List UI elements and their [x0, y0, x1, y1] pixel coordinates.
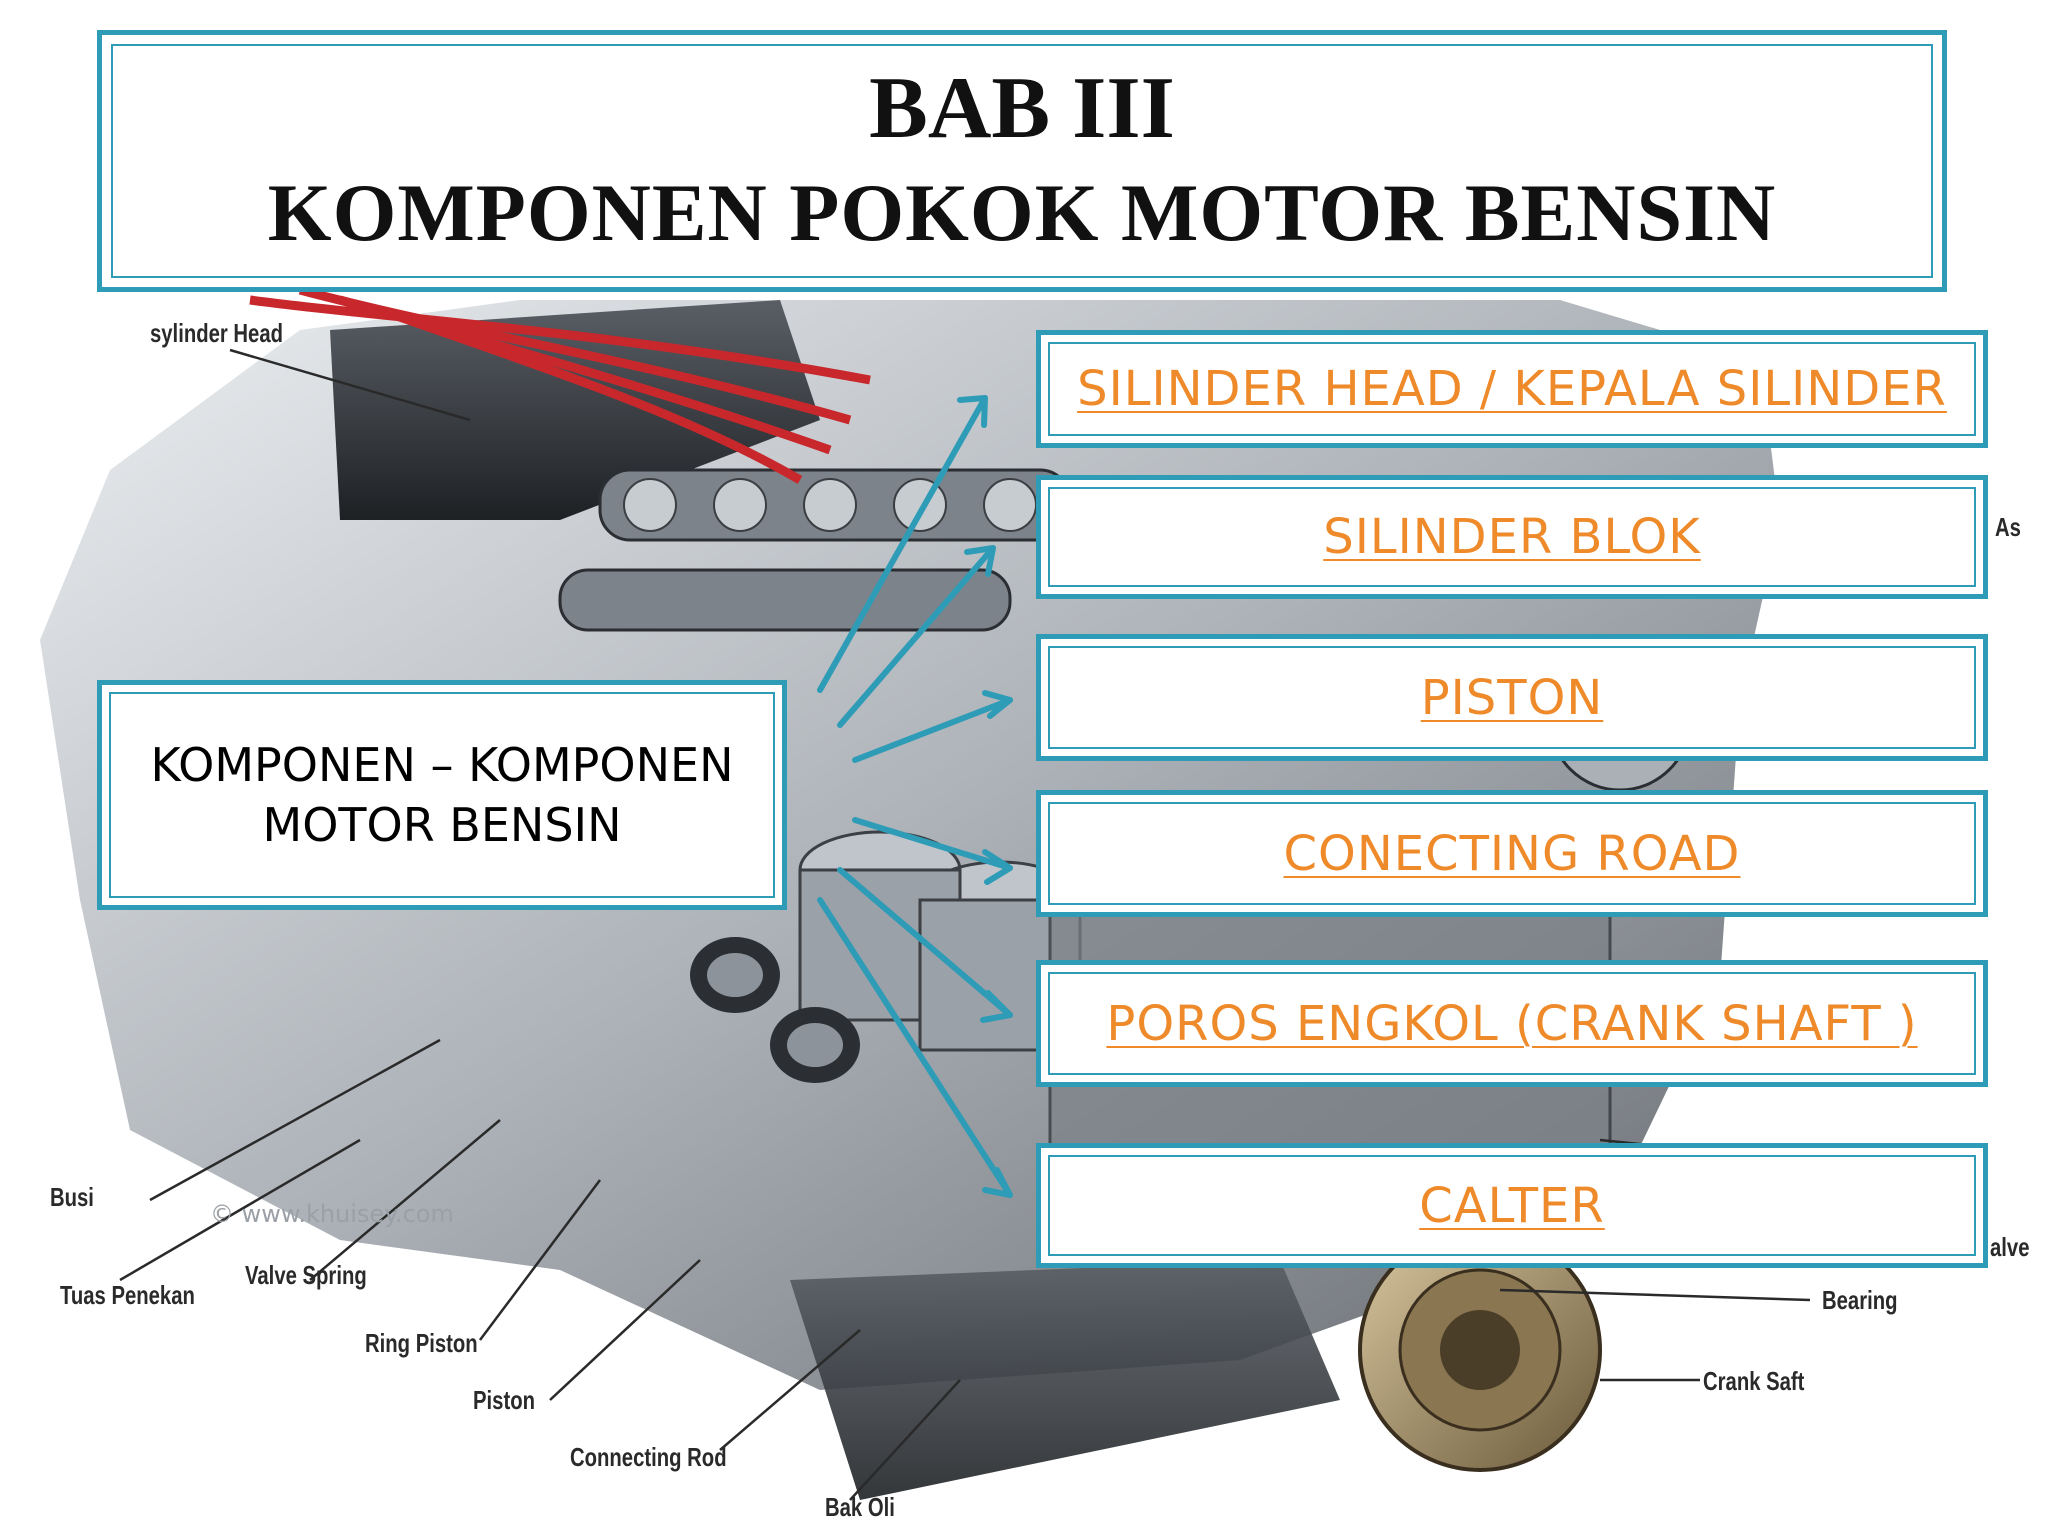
component-box-cylinder-block: SILINDER BLOK	[1036, 475, 1988, 599]
component-link-crankshaft[interactable]: POROS ENGKOL (CRANK SHAFT )	[1106, 995, 1918, 1052]
watermark: © www.khuisey.com	[210, 1200, 454, 1228]
component-box-crankshaft: POROS ENGKOL (CRANK SHAFT )	[1036, 960, 1988, 1087]
label-tuas-penekan: Tuas Penekan	[60, 1280, 195, 1310]
component-link-cylinder-head[interactable]: SILINDER HEAD / KEPALA SILINDER	[1077, 361, 1947, 417]
component-link-piston[interactable]: PISTON	[1420, 669, 1604, 726]
main-topic-line2: MOTOR BENSIN	[262, 798, 622, 852]
component-box-calter: CALTER	[1036, 1143, 1988, 1268]
label-ring-piston: Ring Piston	[365, 1328, 478, 1358]
component-box-cylinder-head: SILINDER HEAD / KEPALA SILINDER	[1036, 330, 1988, 448]
label-bak-oli: Bak Oli	[825, 1492, 895, 1522]
main-topic-line1: KOMPONEN – KOMPONEN	[150, 738, 734, 792]
page-title: BAB III	[869, 60, 1175, 157]
label-connecting-rod: Connecting Rod	[570, 1442, 727, 1472]
component-box-connecting-rod: CONECTING ROAD	[1036, 790, 1988, 917]
label-piston: Piston	[473, 1385, 535, 1415]
label-bearing: Bearing	[1822, 1285, 1898, 1315]
connector-arrows	[817, 395, 1013, 1198]
label-cylinder-head: sylinder Head	[150, 318, 284, 348]
component-link-connecting-rod[interactable]: CONECTING ROAD	[1283, 825, 1741, 882]
label-crank-saft: Crank Saft	[1703, 1366, 1805, 1396]
title-box: BAB III KOMPONEN POKOK MOTOR BENSIN	[97, 30, 1947, 292]
label-as: As	[1995, 512, 2021, 542]
page-subtitle: KOMPONEN POKOK MOTOR BENSIN	[267, 167, 1777, 258]
label-busi: Busi	[50, 1182, 94, 1212]
component-link-calter[interactable]: CALTER	[1419, 1177, 1605, 1234]
main-topic-box: KOMPONEN – KOMPONEN MOTOR BENSIN	[97, 680, 787, 910]
label-valve-spring: Valve Spring	[245, 1260, 367, 1290]
label-valve: alve	[1990, 1232, 2030, 1262]
component-box-piston: PISTON	[1036, 634, 1988, 761]
component-link-cylinder-block[interactable]: SILINDER BLOK	[1323, 509, 1701, 565]
